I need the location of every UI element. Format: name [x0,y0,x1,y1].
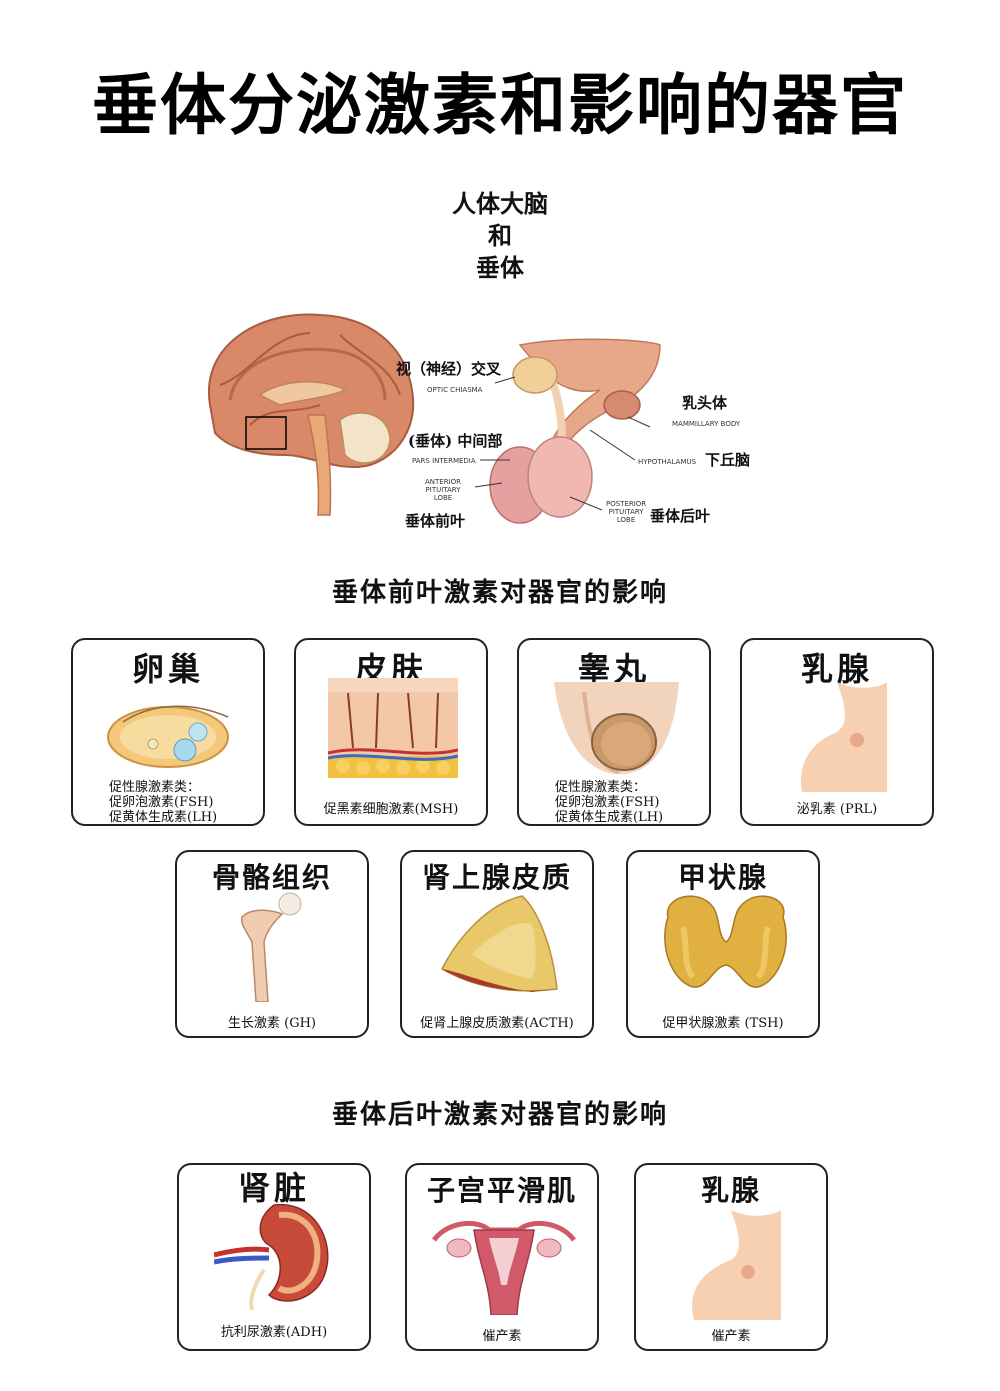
card-thyroid: 甲状腺 促甲状腺激素 (TSH) [626,850,820,1038]
card-title: 肾脏 [237,1169,310,1207]
anterior-section-heading: 垂体前叶激素对器官的影响 [331,578,668,608]
card-breast-anterior: 乳腺 泌乳素 (PRL) [740,638,934,826]
card-title: 乳腺 [800,650,873,688]
breast-icon [692,1210,781,1320]
breast-icon [801,682,887,792]
skin-icon [328,678,458,778]
label-posterior-cn: 垂体后叶 [650,507,711,525]
page-title: 垂体分泌激素和影响的器官 [92,67,908,144]
adrenal-icon [441,895,558,992]
card-adrenal-cortex: 肾上腺皮质 促肾上腺皮质激素(ACTH) [400,850,594,1038]
label-optic-chiasma-cn: 视（神经）交叉 [396,360,502,378]
card-text-1: 促性腺激素类： [555,780,647,795]
ovary-icon [107,705,229,768]
card-breast-posterior: 乳腺 催产素 [634,1163,828,1351]
card-text-1: 促肾上腺皮质激素(ACTH) [420,1016,574,1031]
card-text-1: 泌乳素 (PRL) [796,802,878,817]
label-pars-intermedia-en: PARS INTERMEDIA [412,457,476,465]
card-testis: 睾丸 促性腺激素类： 促卵泡激素(FSH) 促黄体生成素(LH) [517,638,711,826]
card-title: 乳腺 [700,1174,761,1207]
card-text-3: 促黄体生成素(LH) [555,810,664,825]
label-mammillary-cn: 乳头体 [682,394,728,412]
brain-pituitary-illustration [207,313,661,524]
card-title: 骨骼组织 [211,861,332,894]
testis-icon [554,682,679,775]
label-posterior-en: POSTERIOR PITUITARY LOBE [606,500,647,524]
label-mammillary-en: MAMMILLARY BODY [672,420,741,428]
card-ovary: 卵巢 促性腺激素类： 促卵泡激素(FSH) 促黄体生成素(LH) [71,638,265,826]
label-hypothalamus-cn: 下丘脑 [705,451,751,469]
pituitary-illustration [489,338,661,524]
card-text-1: 催产素 [711,1329,751,1344]
card-uterus: 子宫平滑肌 催产素 [405,1163,599,1351]
card-text-1: 促性腺激素类： [109,780,201,795]
card-text-2: 促卵泡激素(FSH) [109,795,214,810]
card-title: 睾丸 [577,650,650,688]
card-title: 甲状腺 [677,861,768,894]
card-text-3: 促黄体生成素(LH) [109,810,218,825]
label-optic-chiasma-en: OPTIC CHIASMA [427,386,483,394]
brain-heading-line-1: 人体大脑 [452,189,548,218]
thyroid-icon [664,895,787,988]
label-anterior-cn: 垂体前叶 [405,512,466,530]
card-text-1: 促黑素细胞激素(MSH) [323,802,459,817]
card-text-1: 生长激素 (GH) [228,1016,316,1031]
label-hypothalamus-en: HYPOTHALAMUS [638,458,697,466]
card-kidney: 肾脏 抗利尿激素(ADH) [177,1163,371,1351]
brain-heading-line-2: 和 [488,221,512,250]
kidney-icon [214,1203,329,1310]
uterus-icon [432,1220,576,1315]
card-bone: 骨骼组织 生长激素 (GH) [175,850,369,1038]
card-text-1: 催产素 [482,1329,522,1344]
card-text-1: 促甲状腺激素 (TSH) [662,1016,784,1031]
card-title: 肾上腺皮质 [421,861,572,894]
label-pars-intermedia-cn: (垂体) 中间部 [408,432,503,450]
label-anterior-en: ANTERIOR PITUITARY LOBE [425,478,462,502]
bone-icon [240,892,302,1002]
card-text-1: 抗利尿激素(ADH) [220,1325,328,1340]
card-text-2: 促卵泡激素(FSH) [555,795,660,810]
brain-illustration [207,313,415,516]
card-title: 卵巢 [131,650,204,688]
card-skin: 皮肤 促黑素细胞激素(MSH) [294,638,488,826]
posterior-section-heading: 垂体后叶激素对器官的影响 [331,1100,668,1130]
card-title: 子宫平滑肌 [426,1174,577,1207]
brain-heading-line-3: 垂体 [476,253,524,282]
